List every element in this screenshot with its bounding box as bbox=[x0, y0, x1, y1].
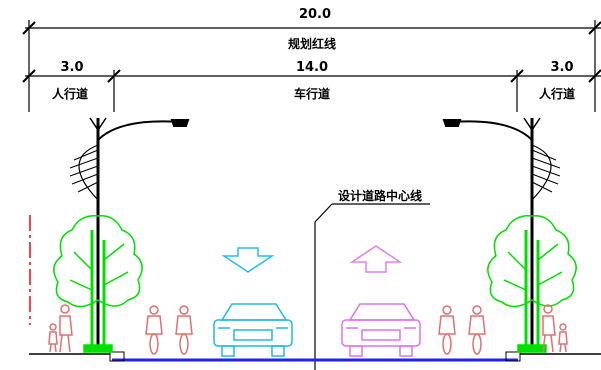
cyclist-icon bbox=[438, 305, 486, 355]
centerline-label: 设计道路中心线 bbox=[338, 188, 422, 203]
street-lamp-icon bbox=[442, 117, 561, 346]
carriageway-value: 14.0 bbox=[296, 60, 328, 75]
centerline bbox=[314, 203, 430, 370]
pedestrian-icon bbox=[48, 304, 73, 353]
car-icon bbox=[213, 303, 293, 357]
street-lamp-icon bbox=[69, 117, 190, 346]
tree-icon bbox=[487, 215, 577, 353]
ground bbox=[29, 351, 601, 362]
left-walk-value: 3.0 bbox=[60, 60, 83, 75]
left-walk-label: 人行道 bbox=[52, 86, 88, 101]
cyclist-icon bbox=[145, 305, 193, 355]
car-icon bbox=[341, 303, 421, 357]
pedestrian-icon bbox=[542, 304, 568, 353]
right-walk-value: 3.0 bbox=[550, 60, 573, 75]
dimension-lines bbox=[22, 20, 601, 112]
right-walk-label: 人行道 bbox=[539, 86, 575, 101]
arrow-up-icon bbox=[349, 245, 403, 273]
carriageway-label: 车行道 bbox=[294, 86, 330, 101]
arrow-down-icon bbox=[221, 247, 275, 273]
total-width-value: 20.0 bbox=[299, 7, 331, 22]
red-line-label: 规划红线 bbox=[288, 36, 336, 51]
tree-icon bbox=[53, 215, 143, 353]
